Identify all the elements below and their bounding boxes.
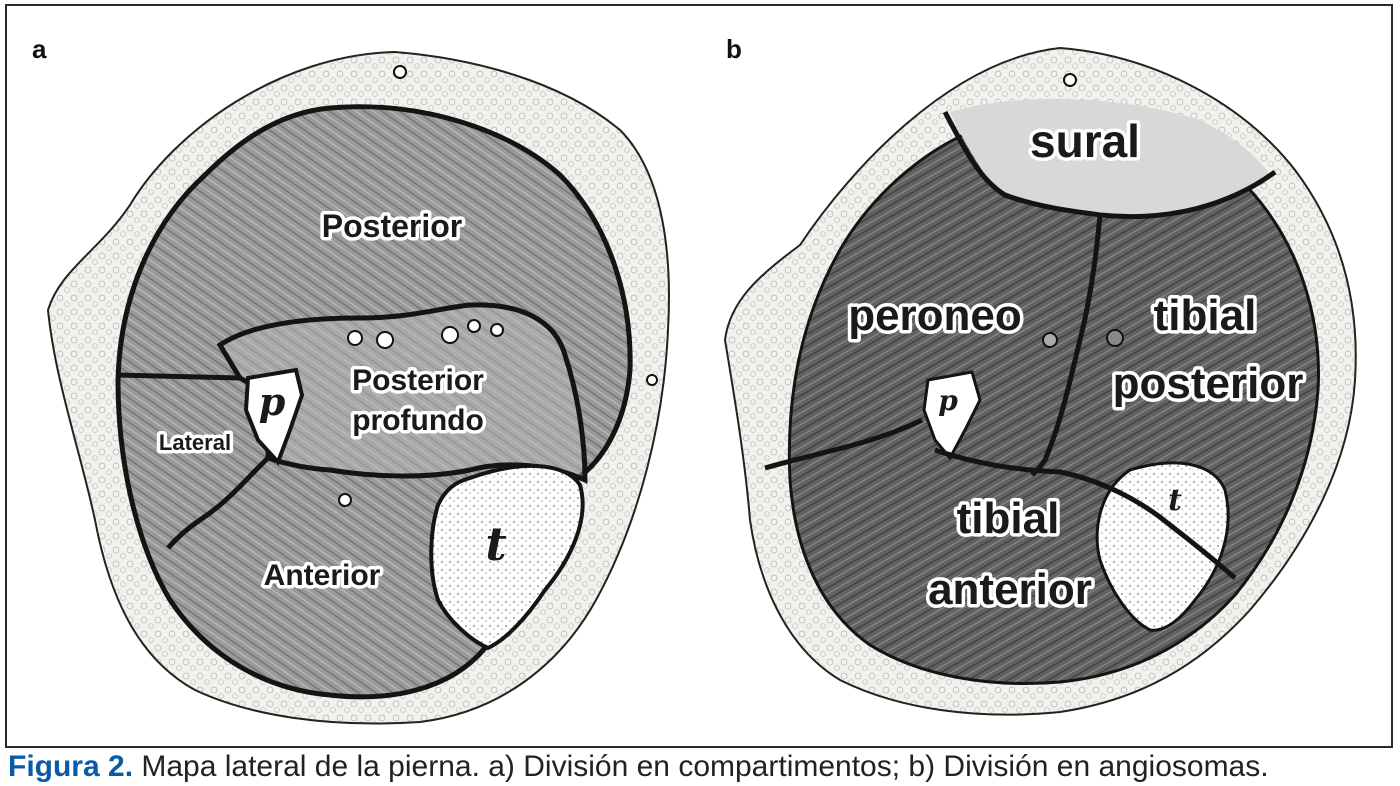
label-b-fibula: p [938,384,958,417]
label-b-tibial-anterior-line1: tibial [957,494,1060,543]
label-a-tibia: t [485,517,506,571]
label-b-tibial-posterior-line2: posterior [1113,359,1304,408]
label-b-tibia: t [1168,483,1182,518]
label-a-posterior-profundo-line2: profundo [352,404,484,437]
panel-b-diagram: sural peroneo tibial posterior tibial an… [725,48,1356,715]
label-a-posterior-profundo-line1: Posterior [352,364,484,397]
label-b-tibial-anterior-line2: anterior [928,565,1092,614]
figure-caption: Figura 2. Mapa lateral de la pierna. a) … [8,750,1398,786]
label-a-posterior: Posterior [322,208,462,244]
label-b-peroneo: peroneo [848,291,1022,340]
label-a-lateral: Lateral [159,430,231,455]
label-a-fibula: p [259,379,286,424]
label-a-anterior: Anterior [264,559,381,592]
panel-a-diagram: Posterior Posterior profundo Lateral Ant… [48,52,669,724]
caption-number: Figura 2. [8,750,133,783]
caption-text: Mapa lateral de la pierna. a) División e… [133,750,1269,783]
label-b-sural: sural [1030,115,1140,167]
label-b-tibial-posterior-line1: tibial [1154,291,1257,340]
